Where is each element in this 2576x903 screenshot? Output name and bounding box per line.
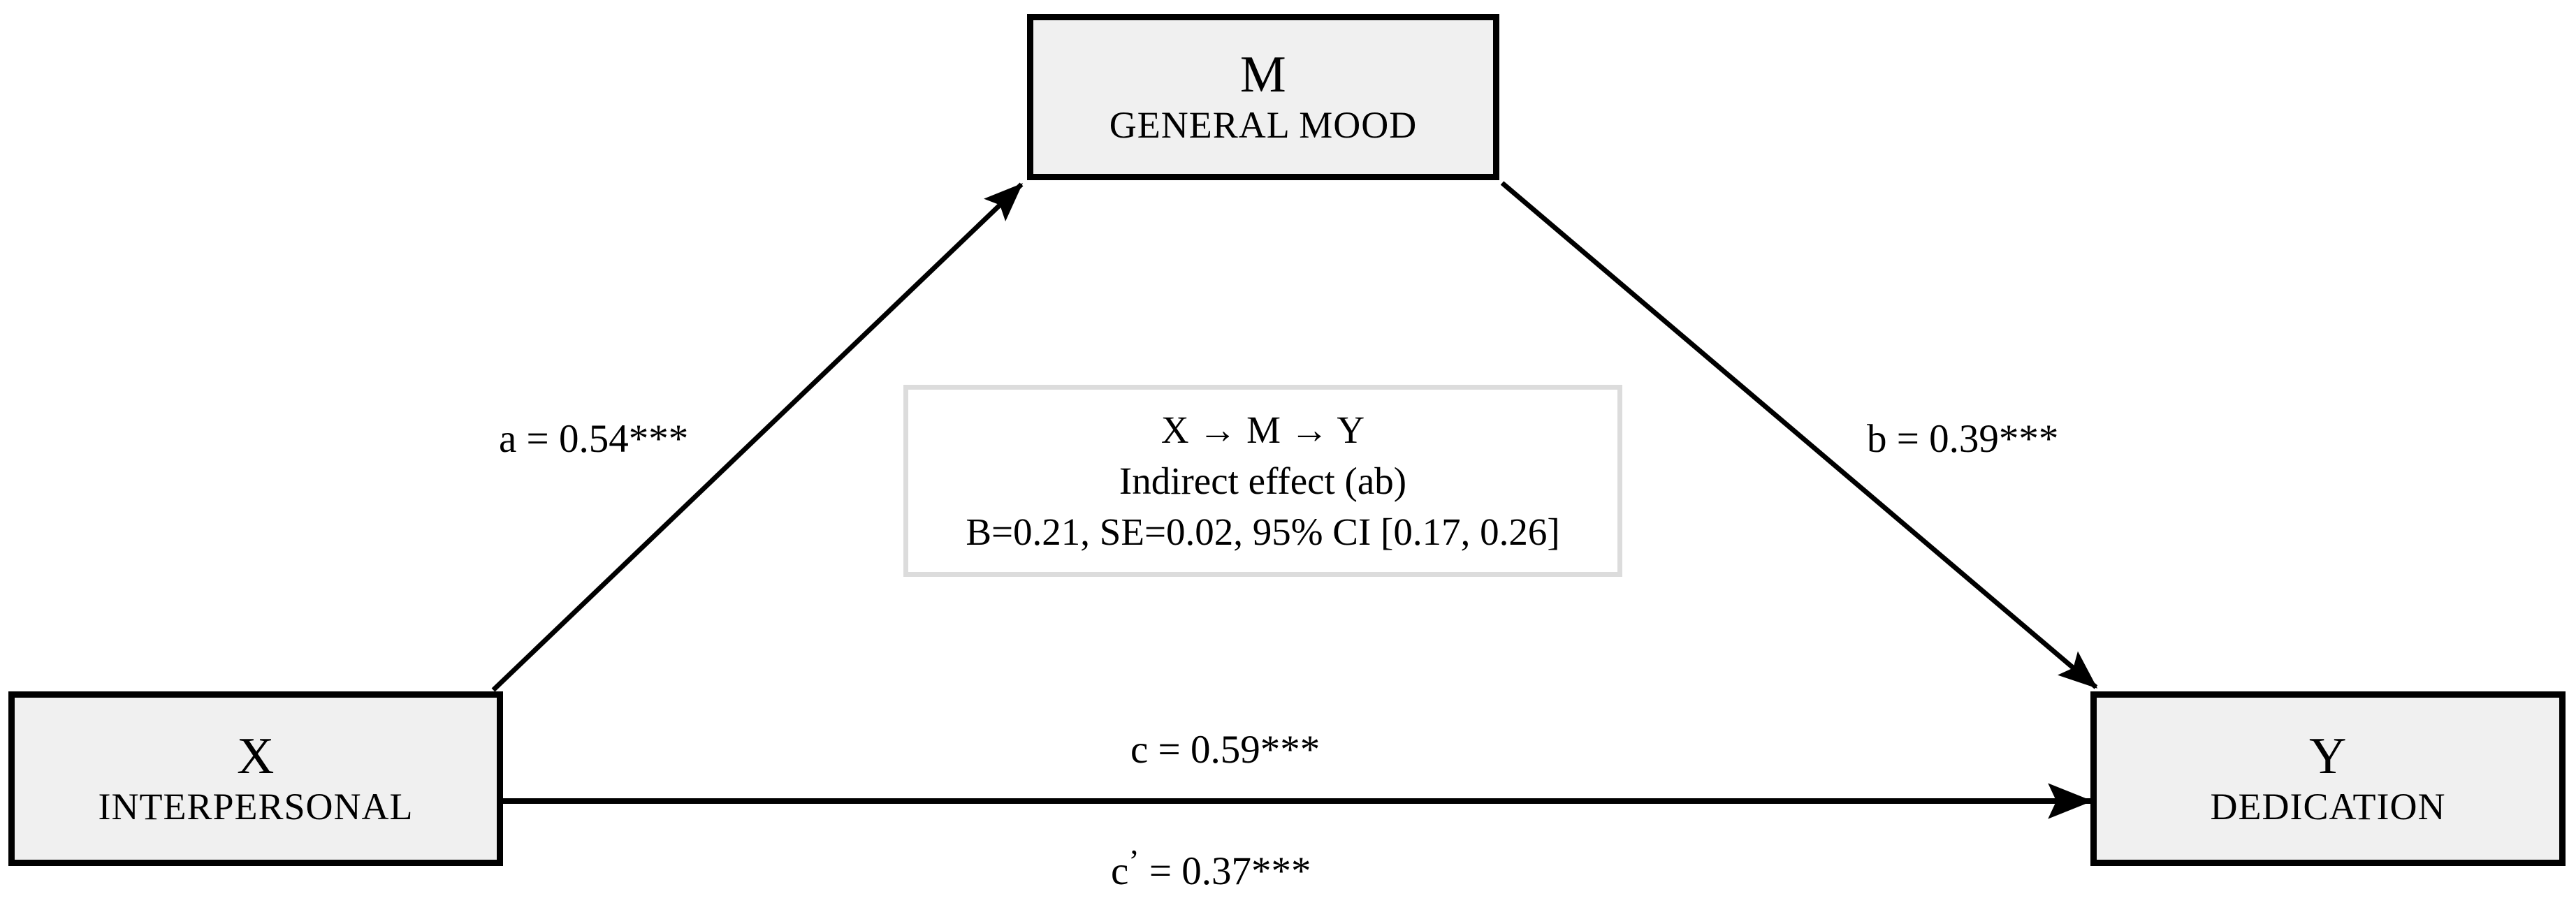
indirect-effect-path-chain: X → M → Y	[1160, 408, 1365, 451]
node-predictor-label: INTERPERSONAL	[98, 786, 414, 828]
path-c-label: c = 0.59***	[1130, 728, 1320, 772]
path-c-prime-rest: = 0.37***	[1139, 849, 1311, 893]
node-predictor-code: X	[237, 727, 275, 785]
node-mediator[interactable]: M GENERAL MOOD	[1027, 14, 1499, 180]
indirect-effect-statistics: B=0.21, SE=0.02, 95% CI [0.17, 0.26]	[966, 511, 1560, 554]
path-a-arrow	[491, 182, 1024, 692]
path-c-prime-label: c’ = 0.37***	[1111, 843, 1311, 893]
indirect-effect-annotation-box: X → M → Y Indirect effect (ab) B=0.21, S…	[903, 385, 1622, 577]
path-b-arrow	[1500, 181, 2098, 689]
path-c-prime-mark: ’	[1128, 843, 1140, 879]
node-predictor[interactable]: X INTERPERSONAL	[8, 691, 503, 866]
indirect-effect-heading: Indirect effect (ab)	[1119, 459, 1407, 502]
path-b-label: b = 0.39***	[1867, 417, 2059, 461]
path-c-prime-base: c	[1111, 849, 1129, 893]
node-mediator-label: GENERAL MOOD	[1109, 104, 1418, 147]
node-mediator-code: M	[1239, 45, 1287, 103]
node-outcome-label: DEDICATION	[2210, 786, 2446, 828]
path-a-label: a = 0.54***	[499, 417, 689, 461]
node-outcome-code: Y	[2309, 727, 2347, 785]
node-outcome[interactable]: Y DEDICATION	[2090, 691, 2566, 866]
